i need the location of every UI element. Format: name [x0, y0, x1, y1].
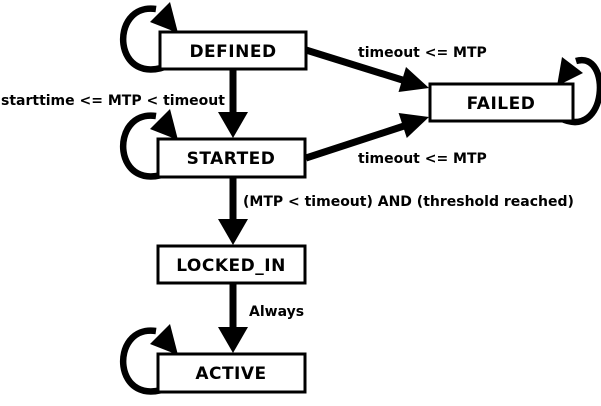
node-failed-box — [428, 82, 575, 123]
self-loop-failed — [557, 56, 601, 126]
node-failed: FAILED — [428, 82, 575, 123]
edge-started-to-failed — [304, 113, 429, 162]
self-loop-active — [119, 324, 178, 395]
self-loop-started-curve — [119, 112, 174, 180]
node-started: STARTED — [156, 137, 307, 179]
node-defined: DEFINED — [158, 30, 308, 71]
edge-defined-to-failed — [304, 46, 429, 92]
edge-defined-to-failed-line — [304, 46, 406, 84]
node-defined-box — [158, 30, 308, 71]
edge-started-to-failed-line — [304, 122, 406, 162]
node-locked-in-label: LOCKED_IN — [176, 256, 286, 276]
self-loop-started — [119, 109, 178, 180]
edge-defined-to-started-arrowhead — [218, 112, 248, 138]
self-loop-defined-arrowhead — [150, 2, 178, 33]
edge-label-started-to-locked-in: (MTP < timeout) AND (threshold reached) — [243, 194, 574, 210]
self-loop-defined-curve — [119, 5, 174, 73]
edge-locked-in-to-active-arrowhead — [218, 327, 248, 353]
edge-defined-to-failed-arrowhead — [398, 67, 429, 92]
self-loop-failed-arrowhead — [557, 57, 583, 86]
edge-label-defined-to-failed: timeout <= MTP — [358, 45, 487, 61]
edge-started-to-failed-arrowhead — [398, 113, 429, 138]
node-failed-label: FAILED — [467, 94, 536, 114]
node-active: ACTIVE — [156, 352, 307, 394]
node-defined-label: DEFINED — [189, 42, 276, 62]
node-started-label: STARTED — [187, 149, 276, 169]
self-loop-defined — [119, 2, 178, 73]
node-active-label: ACTIVE — [195, 364, 266, 384]
edge-label-defined-to-started: starttime <= MTP < timeout — [1, 93, 225, 109]
edge-defined-to-started — [218, 68, 248, 138]
self-loop-active-curve — [119, 327, 174, 395]
node-started-box — [156, 137, 307, 179]
self-loop-started-arrowhead — [150, 109, 178, 140]
edge-locked-in-to-active — [218, 282, 248, 353]
self-loop-failed-curve — [558, 56, 601, 126]
node-active-box — [156, 352, 307, 394]
node-locked-in-box — [156, 244, 307, 285]
edge-label-locked-in-to-active: Always — [249, 304, 304, 320]
edge-started-to-locked-in-arrowhead — [218, 219, 248, 245]
node-locked-in: LOCKED_IN — [156, 244, 307, 285]
self-loop-active-arrowhead — [150, 324, 178, 355]
edge-label-started-to-failed: timeout <= MTP — [358, 151, 487, 167]
edge-started-to-locked-in — [218, 176, 248, 245]
